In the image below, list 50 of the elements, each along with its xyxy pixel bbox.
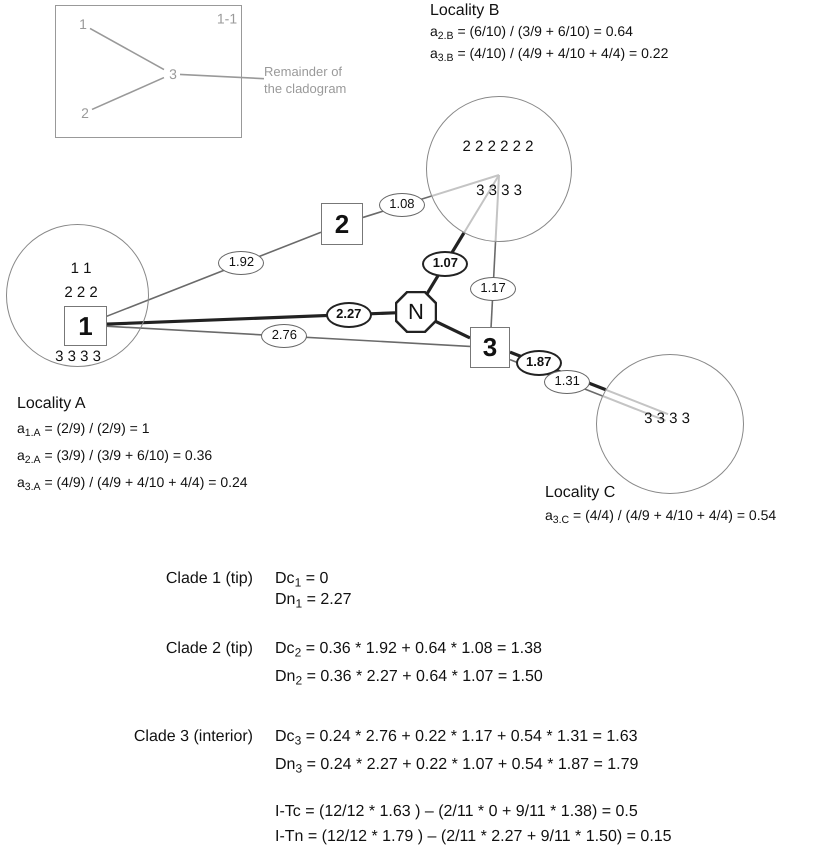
formula: Dn$_{2}$ = 0.36 * 2.27 + 0.64 * 1.07 = 1.50 (275, 668, 543, 686)
connector (92, 76, 164, 110)
clade-label: 1 (75, 15, 91, 35)
frequency-formula: a$_{2.A}$ = (3/9) / (3/9 + 6/10) = 0.36 (17, 447, 212, 464)
locality-name: Locality A (17, 395, 86, 414)
formula: Dc$_{1}$ = 0 (275, 570, 328, 588)
formula: I-Tc = (12/12 * 1.63 ) – (2/11 * 0 + 9/11 * 1.38) = 0.5 (275, 803, 638, 822)
connector (90, 28, 164, 70)
network-node-octagon: N (395, 291, 437, 333)
haplotype-count: 2 2 2 2 2 2 (462, 138, 534, 156)
inset-panel (55, 5, 242, 138)
haplotype-count: 2 2 2 (64, 284, 98, 302)
frequency-formula: a$_{2.B}$ = (6/10) / (3/9 + 6/10) = 0.64 (430, 23, 633, 40)
formula: Dn$_{1}$ = 2.27 (275, 591, 352, 610)
clade-label: 2 (77, 104, 93, 124)
distance-label: 1.17 (470, 276, 516, 301)
clade-heading: Clade 2 (tip) (166, 640, 253, 658)
clade-box: 2 (321, 203, 363, 245)
locality-name: Locality C (545, 484, 616, 502)
haplotype-count: 1 1 (70, 260, 92, 278)
clade-box: 3 (470, 327, 510, 368)
connector (434, 320, 471, 340)
clade-heading: Clade 1 (tip) (166, 570, 253, 588)
frequency-formula: a$_{1.A}$ = (2/9) / (2/9) = 1 (17, 420, 150, 436)
panel-number: 1-1 (216, 11, 238, 27)
distance-label: 1.31 (544, 370, 590, 394)
formula: Dc$_{3}$ = 0.24 * 2.76 + 0.22 * 1.17 + 0.54 * 1.31 = 1.63 (275, 728, 638, 746)
distance-label: 1.92 (218, 251, 264, 276)
locality-name: Locality B (430, 2, 500, 20)
frequency-formula: a$_{3.B}$ = (4/10) / (4/9 + 4/10 + 4/4) = 0.22 (430, 45, 668, 62)
distance-label: 1.07 (422, 250, 468, 276)
clade-label: Remainder of the cladogram (264, 63, 356, 99)
formula: Dn$_{3}$ = 0.24 * 2.27 + 0.22 * 1.07 + 0.54 * 1.87 = 1.79 (275, 756, 638, 774)
locality-circle (426, 96, 572, 242)
clade-heading: Clade 3 (interior) (134, 728, 253, 746)
haplotype-count: 3 3 3 3 (55, 348, 101, 366)
connector (180, 74, 264, 80)
clade-label: 3 (165, 65, 181, 85)
distance-label: 2.76 (261, 324, 308, 348)
clade-box: 1 (64, 306, 107, 346)
formula: I-Tn = (12/12 * 1.79 ) – (2/11 * 2.27 + 9/11 * 1.50) = 0.15 (275, 828, 672, 846)
haplotype-count: 3 3 3 3 (476, 182, 522, 200)
distance-label: 2.27 (326, 302, 372, 328)
haplotype-count: 3 3 3 3 (644, 410, 690, 428)
formula: Dc$_{2}$ = 0.36 * 1.92 + 0.64 * 1.08 = 1.38 (275, 640, 542, 658)
frequency-formula: a$_{3.A}$ = (4/9) / (4/9 + 4/10 + 4/4) = 0.24 (17, 474, 248, 490)
frequency-formula: a$_{3.C}$ = (4/4) / (4/9 + 4/10 + 4/4) = 0.54 (545, 507, 776, 524)
distance-label: 1.08 (378, 193, 425, 218)
distance-label: 1.87 (516, 350, 562, 376)
locality-circle (6, 224, 149, 367)
